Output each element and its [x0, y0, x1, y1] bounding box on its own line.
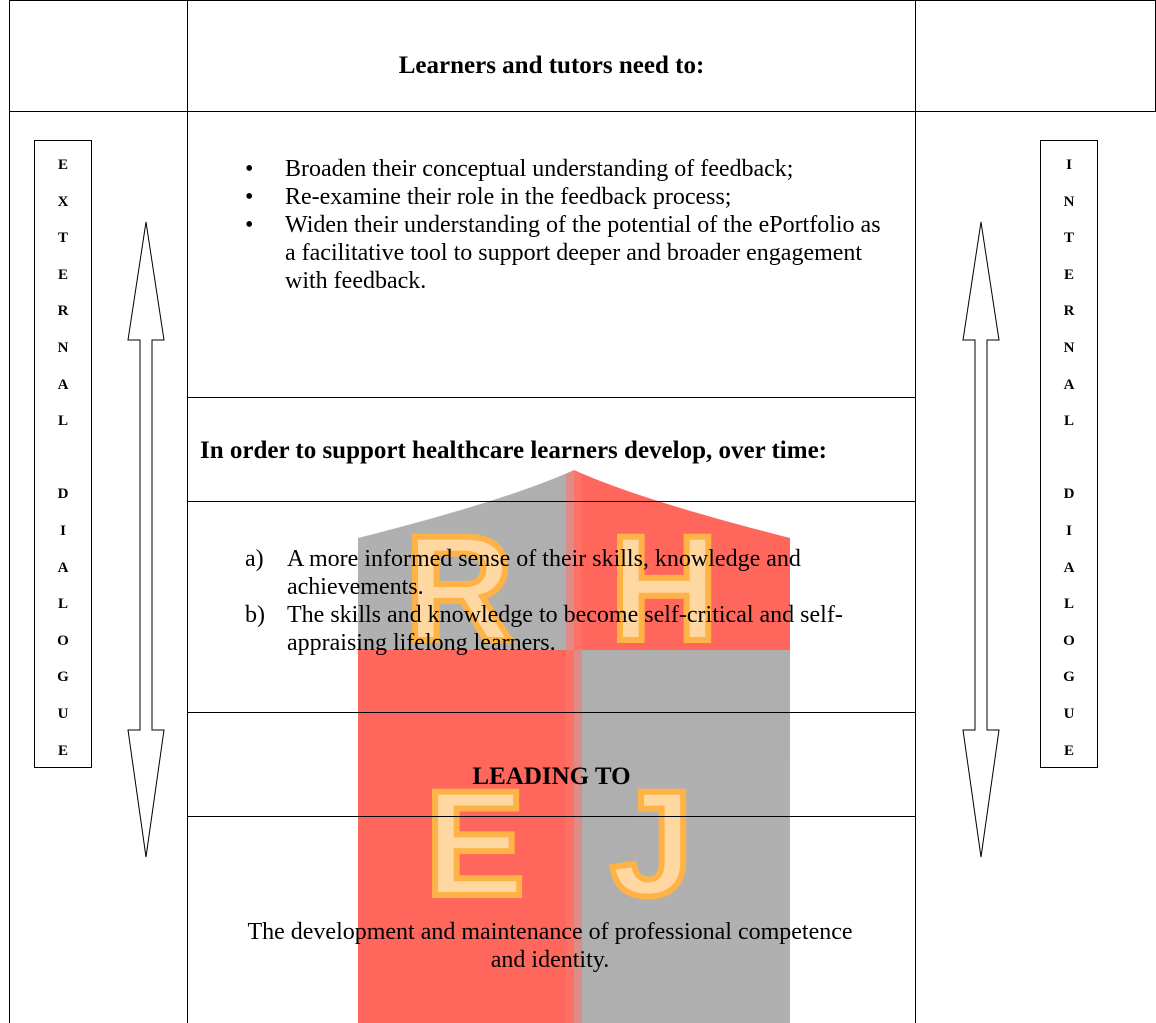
- external-letter: I: [60, 523, 66, 539]
- internal-letter: A: [1063, 559, 1075, 576]
- internal-letter: O: [1063, 632, 1075, 649]
- external-letter: E: [57, 266, 68, 283]
- external-letter: N: [57, 340, 69, 356]
- table-border-top: [9, 0, 1156, 1]
- table-column-divider-1: [187, 0, 188, 1023]
- internal-letter: U: [1063, 706, 1075, 722]
- external-dialogue-box: E X T E R N A L D I A L O G U E: [34, 140, 92, 768]
- bullet-icon: •: [245, 212, 254, 238]
- internal-letter: L: [1063, 596, 1074, 613]
- watermark-letter-h: H: [610, 504, 718, 672]
- watermark-letter-j: J: [610, 759, 693, 927]
- internal-letter: I: [1066, 157, 1072, 173]
- external-letter: L: [57, 596, 68, 613]
- row-divider-1: [187, 397, 915, 398]
- internal-letter: N: [1063, 193, 1075, 210]
- internal-letter: D: [1063, 486, 1075, 503]
- external-letter: T: [57, 230, 68, 247]
- external-letter: A: [57, 559, 69, 576]
- internal-letter: L: [1063, 413, 1074, 430]
- needs-list-item: •Widen their understanding of the potent…: [245, 212, 881, 294]
- bullet-icon: •: [245, 156, 254, 182]
- header-row-divider: [9, 111, 1156, 112]
- internal-dialogue-box: I N T E R N A L D I A L O G U E: [1040, 140, 1098, 768]
- support-list-item: a)A more informed sense of their skills,…: [245, 546, 801, 600]
- internal-letter: E: [1063, 742, 1074, 759]
- bullet-icon: •: [245, 184, 254, 210]
- external-letter: A: [57, 376, 69, 393]
- internal-letter: R: [1063, 303, 1075, 320]
- support-heading: In order to support healthcare learners …: [200, 437, 827, 464]
- row-divider-4: [187, 816, 915, 817]
- internal-letter: I: [1066, 523, 1072, 539]
- internal-letter: G: [1063, 669, 1075, 686]
- table-column-divider-2: [915, 0, 916, 1023]
- list-marker: a): [245, 546, 264, 572]
- support-list-item: b)The skills and knowledge to become sel…: [245, 602, 843, 656]
- needs-list-item: •Re-examine their role in the feedback p…: [245, 184, 732, 210]
- row-divider-2: [187, 501, 915, 502]
- internal-letter: A: [1063, 376, 1075, 393]
- external-letter: G: [57, 669, 69, 686]
- needs-list: •Broaden their conceptual understanding …: [245, 155, 895, 295]
- external-letter: R: [57, 303, 69, 320]
- watermark-letter-r: R: [405, 504, 513, 672]
- external-letter: E: [57, 742, 68, 759]
- external-letter: L: [57, 413, 68, 430]
- internal-letter: E: [1063, 266, 1074, 283]
- support-list: a)A more informed sense of their skills,…: [245, 545, 905, 657]
- watermark-letter-e: E: [425, 759, 525, 927]
- header-title: Learners and tutors need to:: [398, 52, 705, 79]
- needs-list-item: •Broaden their conceptual understanding …: [245, 156, 794, 182]
- external-letter: U: [57, 706, 69, 722]
- leading-to-label: LEADING TO: [472, 763, 631, 790]
- external-letter: D: [57, 486, 69, 503]
- double-arrow-left-icon: [127, 221, 165, 858]
- internal-letter: T: [1063, 230, 1074, 247]
- internal-letter: N: [1063, 340, 1075, 356]
- outcome-text: The development and maintenance of profe…: [247, 919, 853, 973]
- table-border-left: [9, 0, 10, 1023]
- external-letter: O: [57, 632, 69, 649]
- double-arrow-right-icon: [962, 221, 1000, 858]
- row-divider-3: [187, 712, 915, 713]
- external-letter: X: [57, 193, 69, 210]
- external-letter: E: [57, 157, 68, 173]
- list-marker: b): [245, 602, 265, 628]
